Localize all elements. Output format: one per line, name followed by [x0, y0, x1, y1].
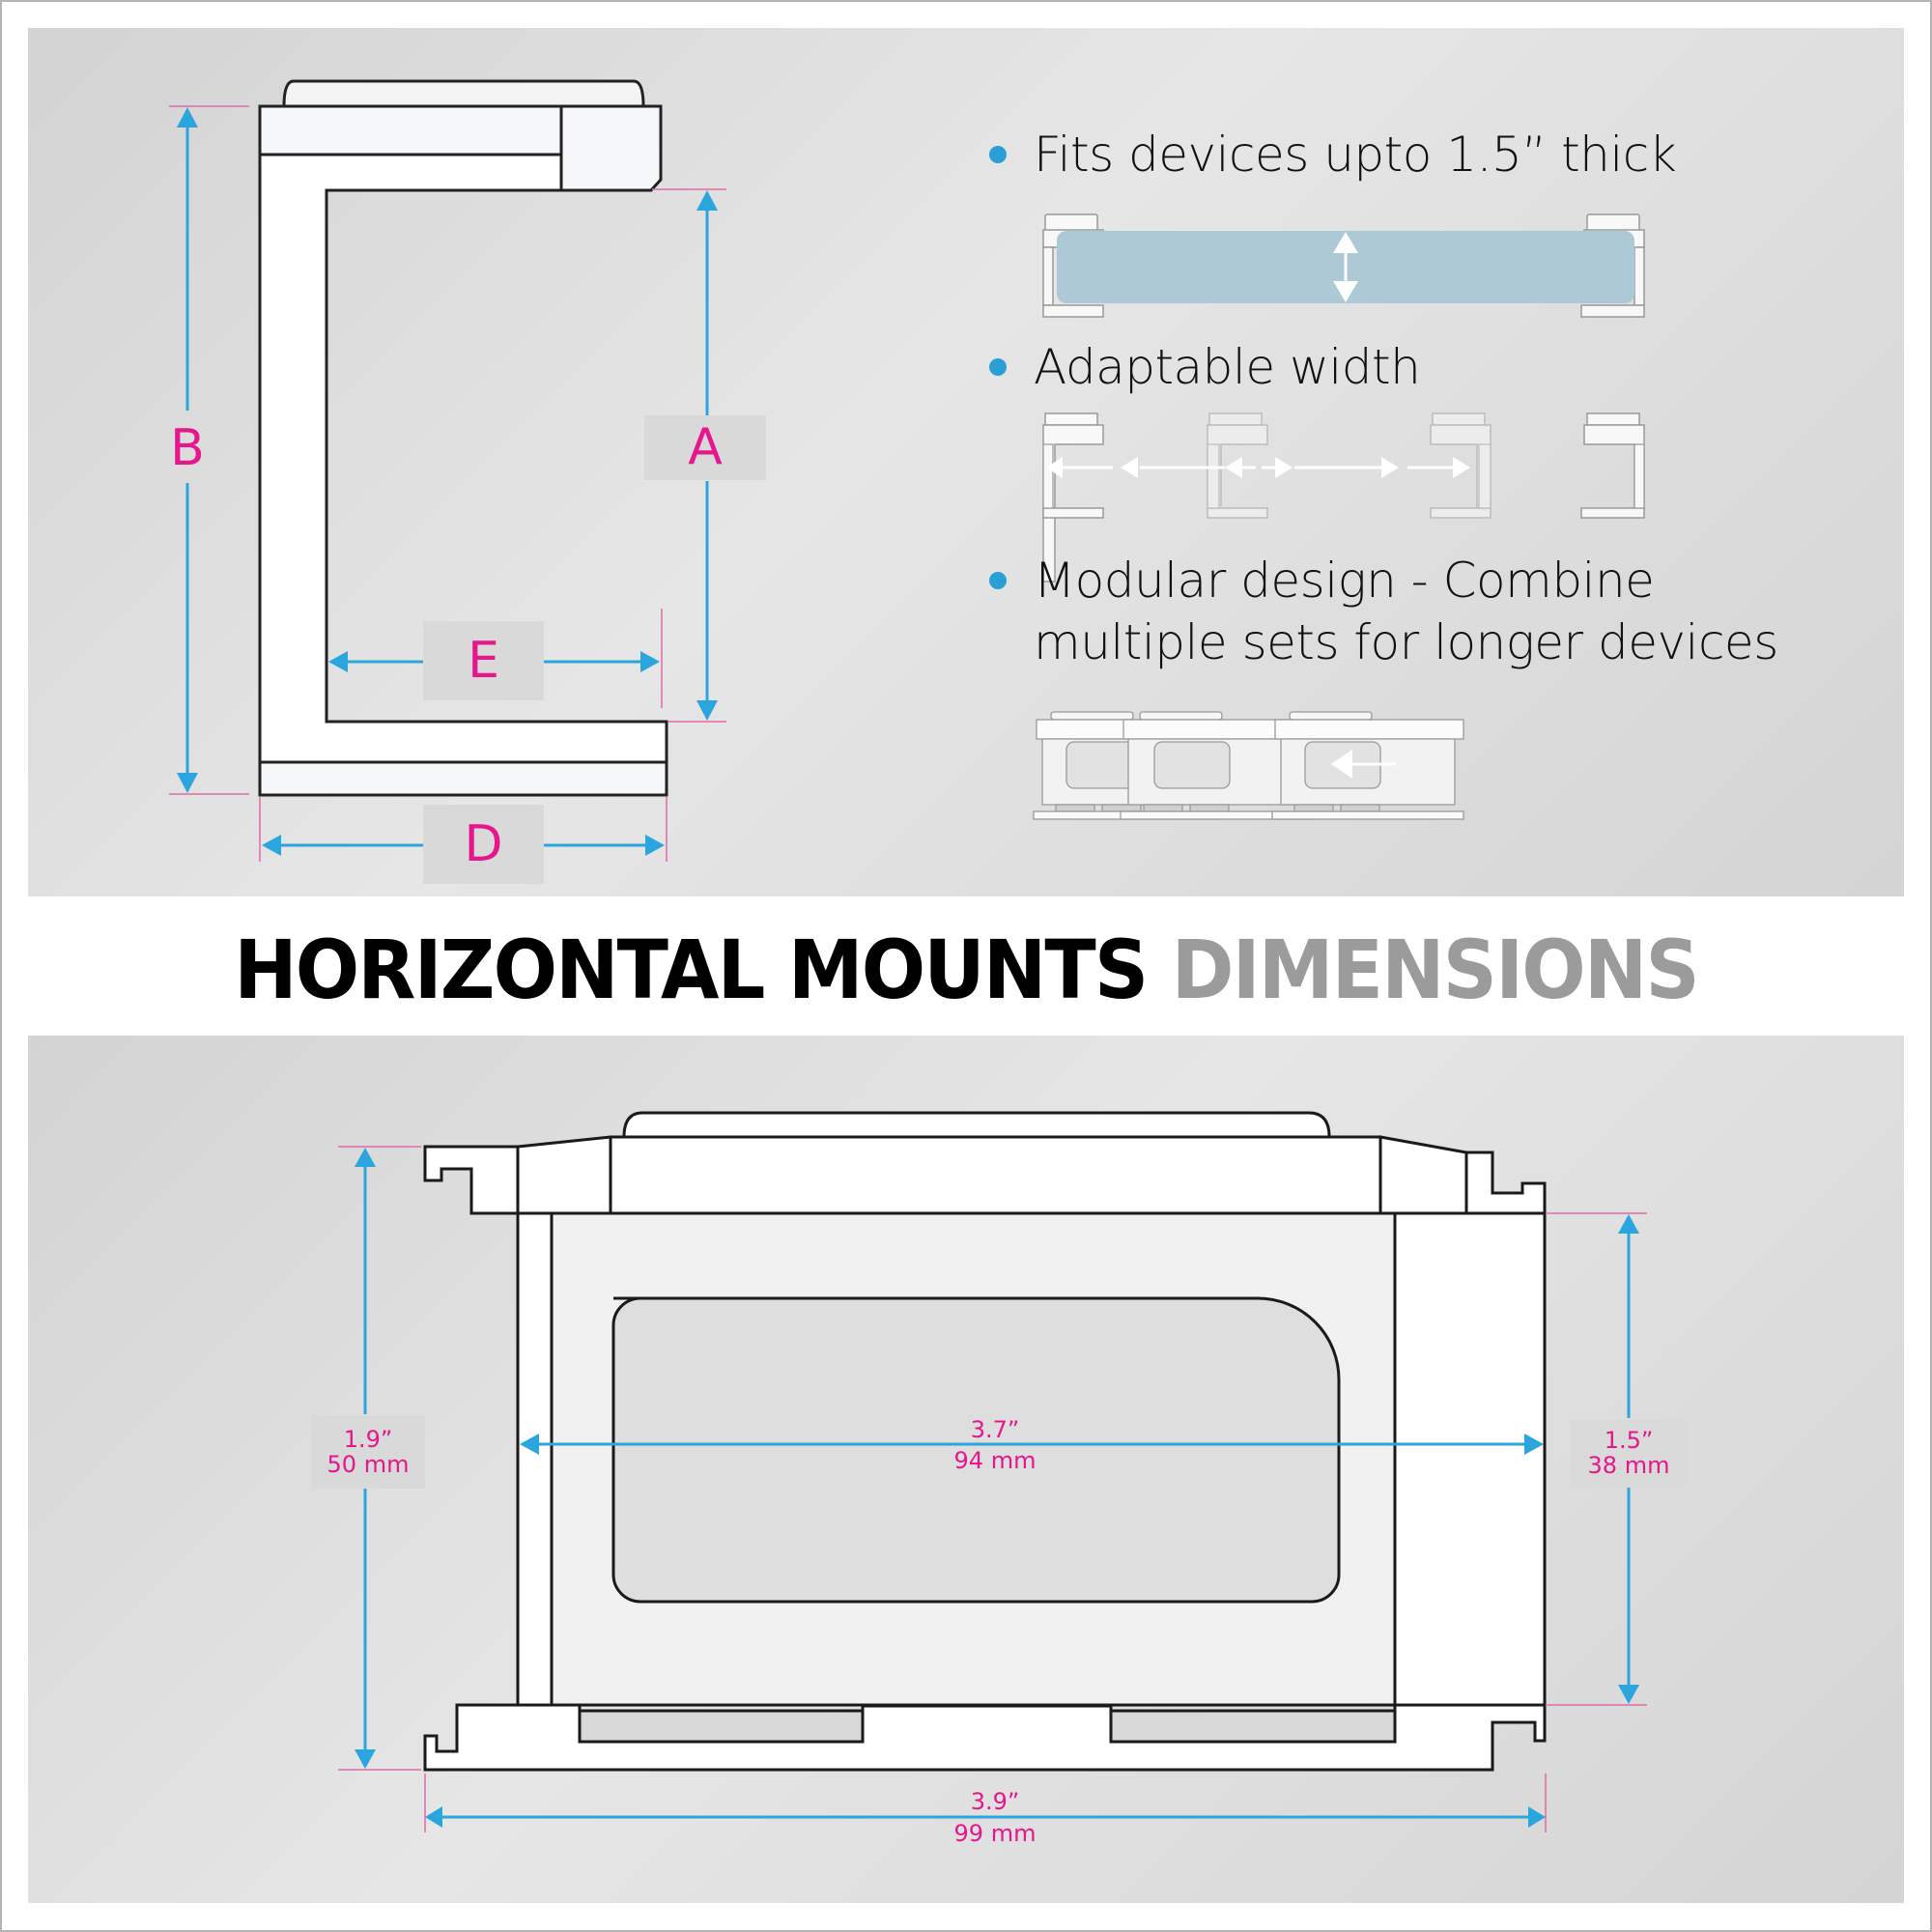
bullet-dot-icon	[989, 146, 1007, 163]
dimension-overall-height: 1.9” 50 mm	[311, 1415, 425, 1489]
dimension-inner-height-inch: 1.5”	[1604, 1427, 1654, 1454]
title-primary: HORIZONTAL MOUNTS	[234, 923, 1149, 1017]
bullet-dot-icon	[989, 572, 1007, 589]
dimension-label-d: D	[423, 805, 544, 884]
feature-width-text: Adaptable width	[1034, 339, 1421, 395]
dimension-overall-height-mm: 50 mm	[327, 1451, 410, 1478]
bullet-dot-icon	[989, 358, 1007, 376]
dimension-label-a: A	[644, 415, 766, 480]
feature-modular-text-line1: Modular design - Combine	[1034, 553, 1655, 609]
dimension-inner-height-mm: 38 mm	[1587, 1452, 1670, 1479]
dimension-inner-width-mm: 94 mm	[953, 1447, 1037, 1474]
title-secondary: DIMENSIONS	[1171, 923, 1700, 1017]
page-title: HORIZONTAL MOUNTS DIMENSIONS	[68, 923, 1864, 1017]
dimension-inner-width-inch: 3.7”	[970, 1416, 1020, 1443]
dimension-label-b: B	[170, 419, 205, 477]
feature-thickness-text: Fits devices upto 1.5” thick	[1034, 127, 1677, 183]
feature-modular-text-line2: multiple sets for longer devices	[1034, 614, 1778, 670]
dimension-overall-height-inch: 1.9”	[343, 1426, 393, 1453]
dimension-overall-width-inch: 3.9”	[970, 1788, 1020, 1815]
dimension-overall-width-mm: 99 mm	[953, 1820, 1037, 1847]
dimension-label-e: E	[423, 621, 544, 700]
dimension-inner-height: 1.5” 38 mm	[1570, 1420, 1688, 1488]
